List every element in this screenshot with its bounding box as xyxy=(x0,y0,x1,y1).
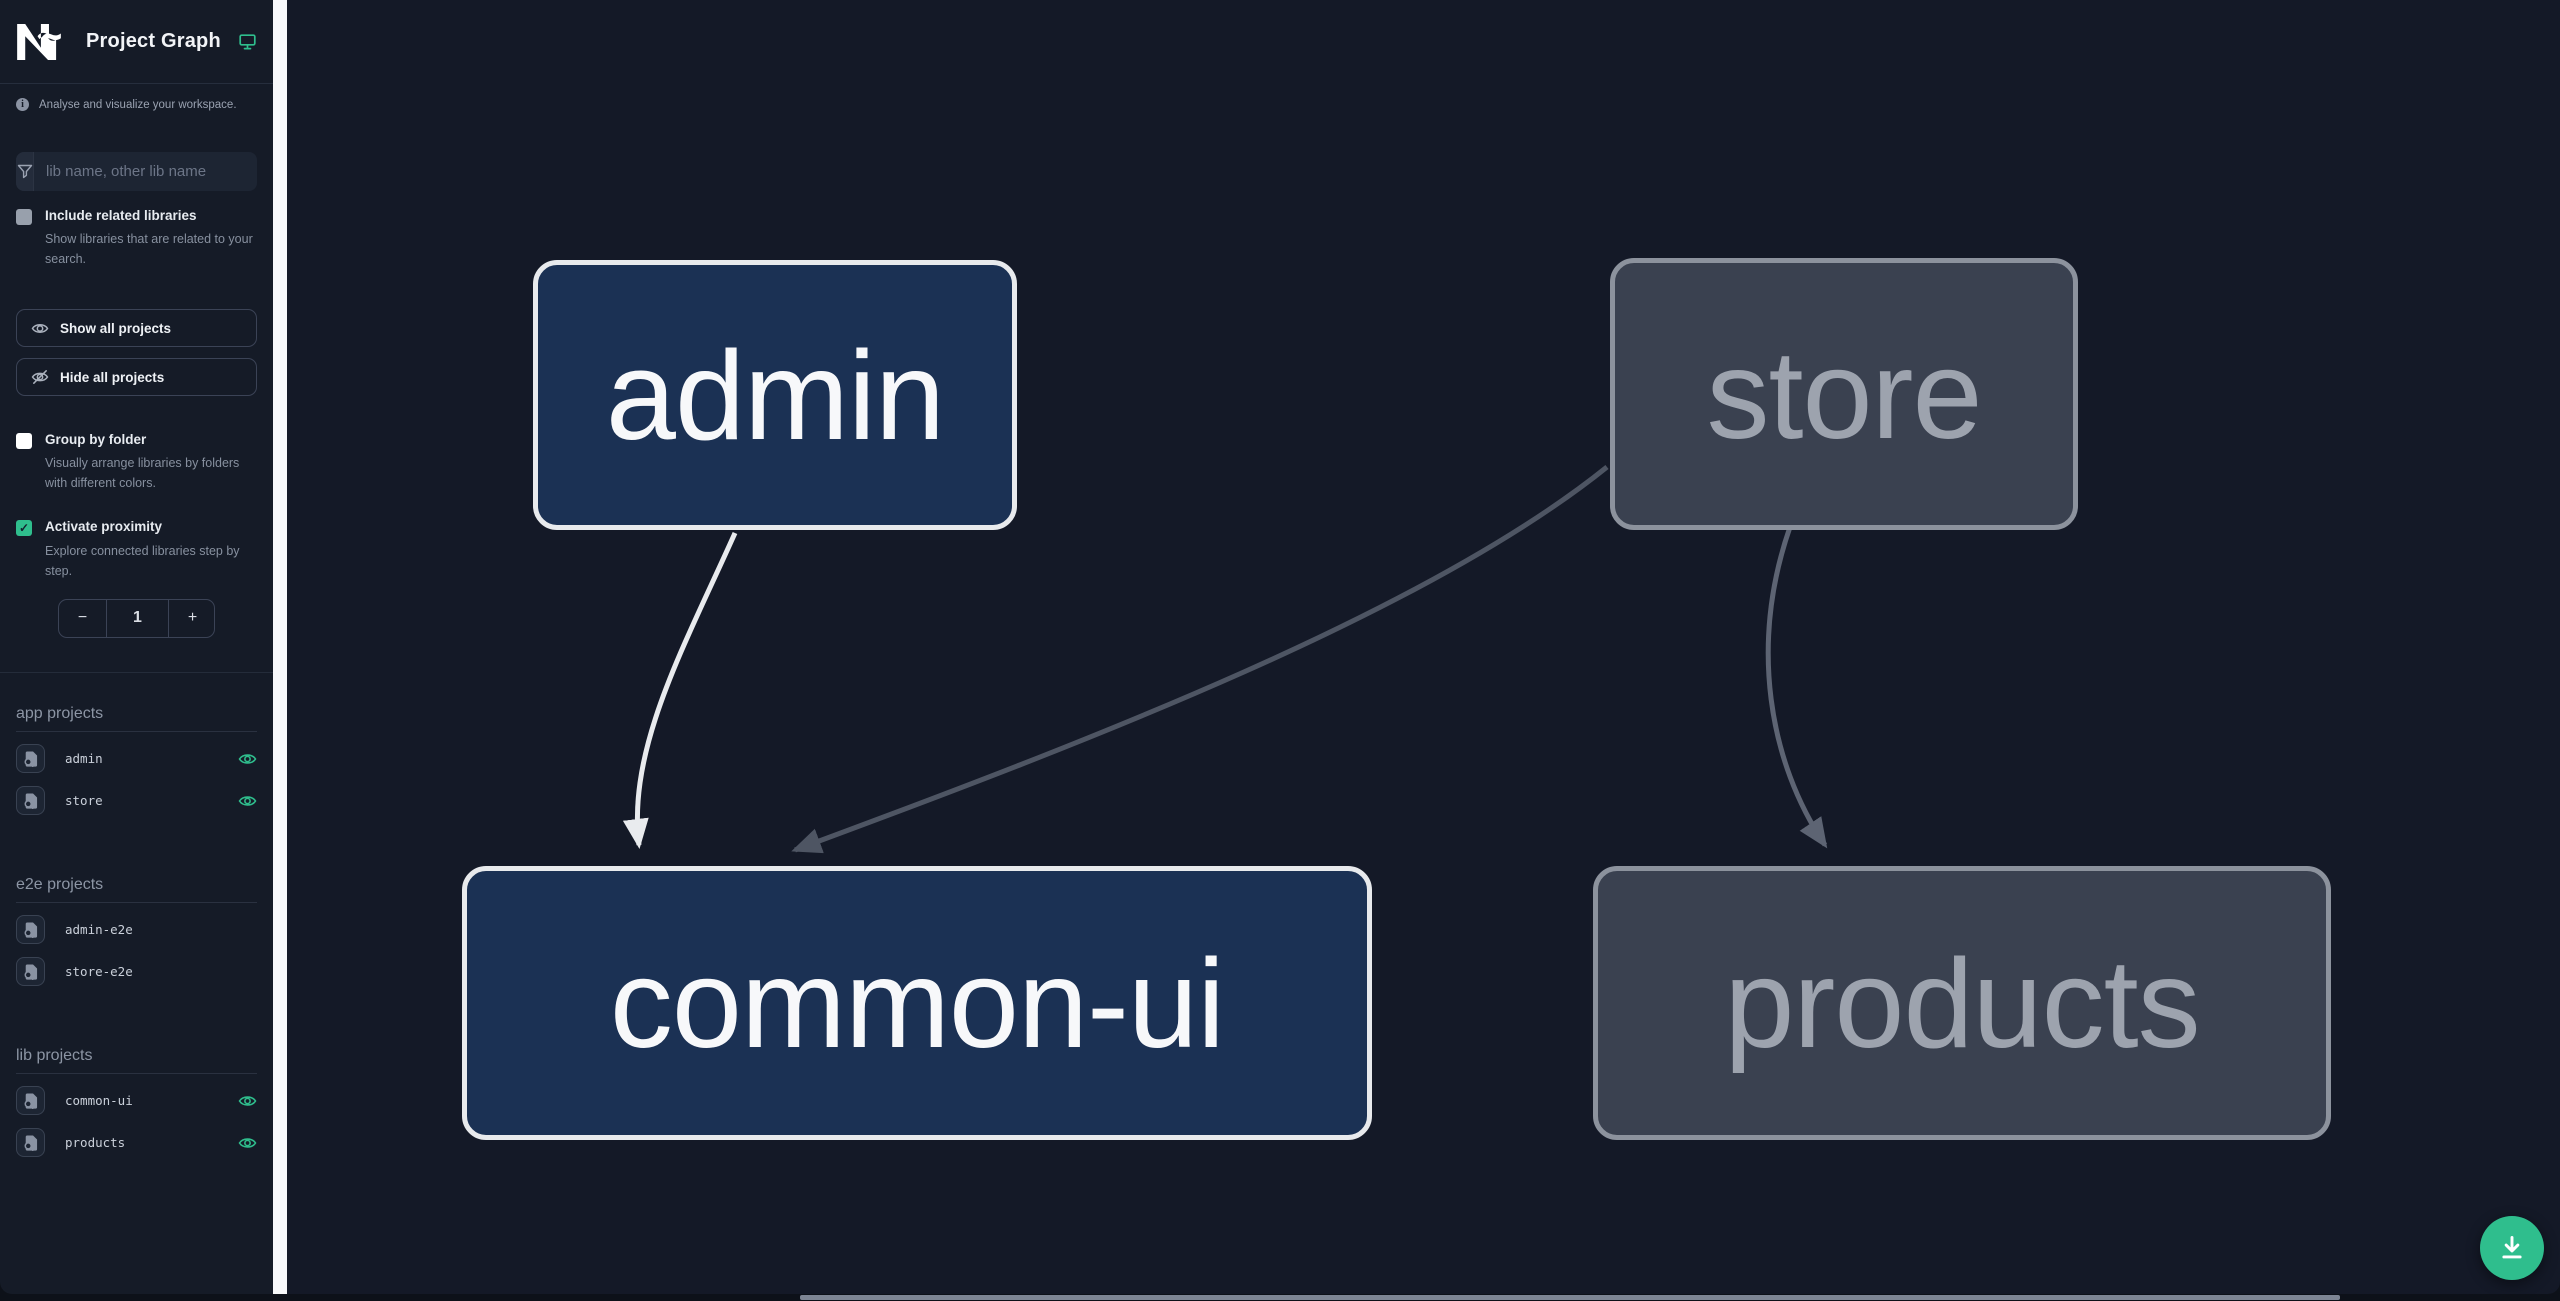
hide-all-projects-label: Hide all projects xyxy=(60,369,165,385)
activate-proximity-label: Activate proximity xyxy=(45,519,163,535)
sidebar: Project Graph i Analyse and visualize yo… xyxy=(0,0,273,1294)
activate-proximity-checkbox[interactable]: ✓ xyxy=(16,520,32,537)
horizontal-scrollbar xyxy=(0,1294,2560,1301)
proximity-decrement-button[interactable]: − xyxy=(59,599,107,637)
app-title: Project Graph xyxy=(86,30,221,52)
node-label: store xyxy=(1706,323,1982,465)
project-row-store: store xyxy=(16,786,257,816)
group-by-folder-option: Group by folder Visually arrange librari… xyxy=(16,432,257,493)
section-title-e2e-projects: e2e projects xyxy=(16,876,257,903)
document-search-icon xyxy=(24,1093,38,1109)
section-title-app-projects: app projects xyxy=(16,705,257,732)
eye-icon xyxy=(31,323,49,333)
edge-store-to-products xyxy=(1765,526,1828,849)
graph-node-common-ui[interactable]: common-ui xyxy=(462,866,1372,1140)
horizontal-scrollbar-thumb[interactable] xyxy=(800,1295,2340,1300)
show-all-projects-label: Show all projects xyxy=(60,320,172,336)
graph-node-store[interactable]: store xyxy=(1610,258,2078,530)
sidebar-header: Project Graph xyxy=(0,0,273,84)
graph-node-admin[interactable]: admin xyxy=(533,260,1017,530)
sidebar-scrollbar[interactable] xyxy=(273,0,287,1294)
focus-project-button[interactable] xyxy=(16,744,45,774)
focus-project-button[interactable] xyxy=(16,786,45,816)
toggle-visibility-eye-icon[interactable] xyxy=(238,1093,257,1109)
toggle-visibility-eye-icon[interactable] xyxy=(238,793,257,809)
toggle-visibility-eye-icon[interactable] xyxy=(238,751,257,767)
project-name[interactable]: common-ui xyxy=(65,1093,133,1109)
download-graph-button[interactable] xyxy=(2480,1216,2544,1280)
group-by-folder-label: Group by folder xyxy=(45,432,147,448)
nx-logo-icon xyxy=(17,23,61,60)
focus-project-button[interactable] xyxy=(16,957,45,987)
filter-icon xyxy=(16,152,34,191)
activate-proximity-option: ✓ Activate proximity Explore connected l… xyxy=(16,519,257,580)
project-name[interactable]: admin-e2e xyxy=(65,922,133,938)
focus-project-button[interactable] xyxy=(16,1086,45,1116)
project-row-common-ui: common-ui xyxy=(16,1086,257,1116)
project-row-products: products xyxy=(16,1128,257,1158)
include-related-checkbox[interactable] xyxy=(16,209,32,225)
project-name[interactable]: store xyxy=(65,793,103,809)
monitor-icon xyxy=(239,33,256,50)
toggle-visibility-eye-icon[interactable] xyxy=(238,1135,257,1151)
document-search-icon xyxy=(24,793,38,809)
node-label: admin xyxy=(605,324,945,466)
edge-admin-to-common-ui xyxy=(622,531,738,849)
project-row-store-e2e: store-e2e xyxy=(16,957,257,987)
focus-project-button[interactable] xyxy=(16,1128,45,1158)
group-by-folder-checkbox[interactable] xyxy=(16,433,32,450)
project-row-admin: admin xyxy=(16,744,257,774)
eye-off-icon xyxy=(31,370,49,385)
project-name[interactable]: products xyxy=(65,1135,126,1151)
include-related-label: Include related libraries xyxy=(45,208,197,223)
group-by-folder-description: Visually arrange libraries by folders wi… xyxy=(45,456,240,491)
tagline-text: Analyse and visualize your workspace. xyxy=(39,99,237,111)
graph-edges-layer xyxy=(622,465,1828,854)
download-icon xyxy=(2502,1235,2522,1259)
include-related-option: Include related libraries Show libraries… xyxy=(16,208,257,269)
document-search-icon xyxy=(24,922,38,938)
graph-node-products[interactable]: products xyxy=(1593,866,2331,1140)
proximity-stepper: − 1 + xyxy=(58,598,216,638)
show-all-projects-button[interactable]: Show all projects xyxy=(16,309,257,348)
search-box xyxy=(16,152,257,191)
hide-all-projects-button[interactable]: Hide all projects xyxy=(16,358,257,397)
section-title-lib-projects: lib projects xyxy=(16,1047,257,1074)
project-name[interactable]: admin xyxy=(65,751,103,767)
sidebar-divider xyxy=(0,671,273,673)
proximity-increment-button[interactable]: + xyxy=(168,599,216,637)
project-name[interactable]: store-e2e xyxy=(65,964,133,980)
tagline-row: i Analyse and visualize your workspace. xyxy=(16,98,257,111)
document-search-icon xyxy=(24,1135,38,1151)
document-search-icon xyxy=(24,751,38,767)
focus-project-button[interactable] xyxy=(16,915,45,945)
node-label: common-ui xyxy=(609,932,1225,1074)
project-row-admin-e2e: admin-e2e xyxy=(16,915,257,945)
include-related-description: Show libraries that are related to your … xyxy=(45,232,253,267)
graph-canvas[interactable]: admin store common-ui products xyxy=(287,0,2560,1294)
proximity-value[interactable]: 1 xyxy=(133,609,142,627)
node-label: products xyxy=(1724,932,2200,1074)
info-icon: i xyxy=(16,98,29,111)
search-input[interactable] xyxy=(34,152,257,191)
activate-proximity-description: Explore connected libraries step by step… xyxy=(45,543,240,578)
edge-store-to-common-ui xyxy=(791,465,1609,854)
document-search-icon xyxy=(24,964,38,980)
